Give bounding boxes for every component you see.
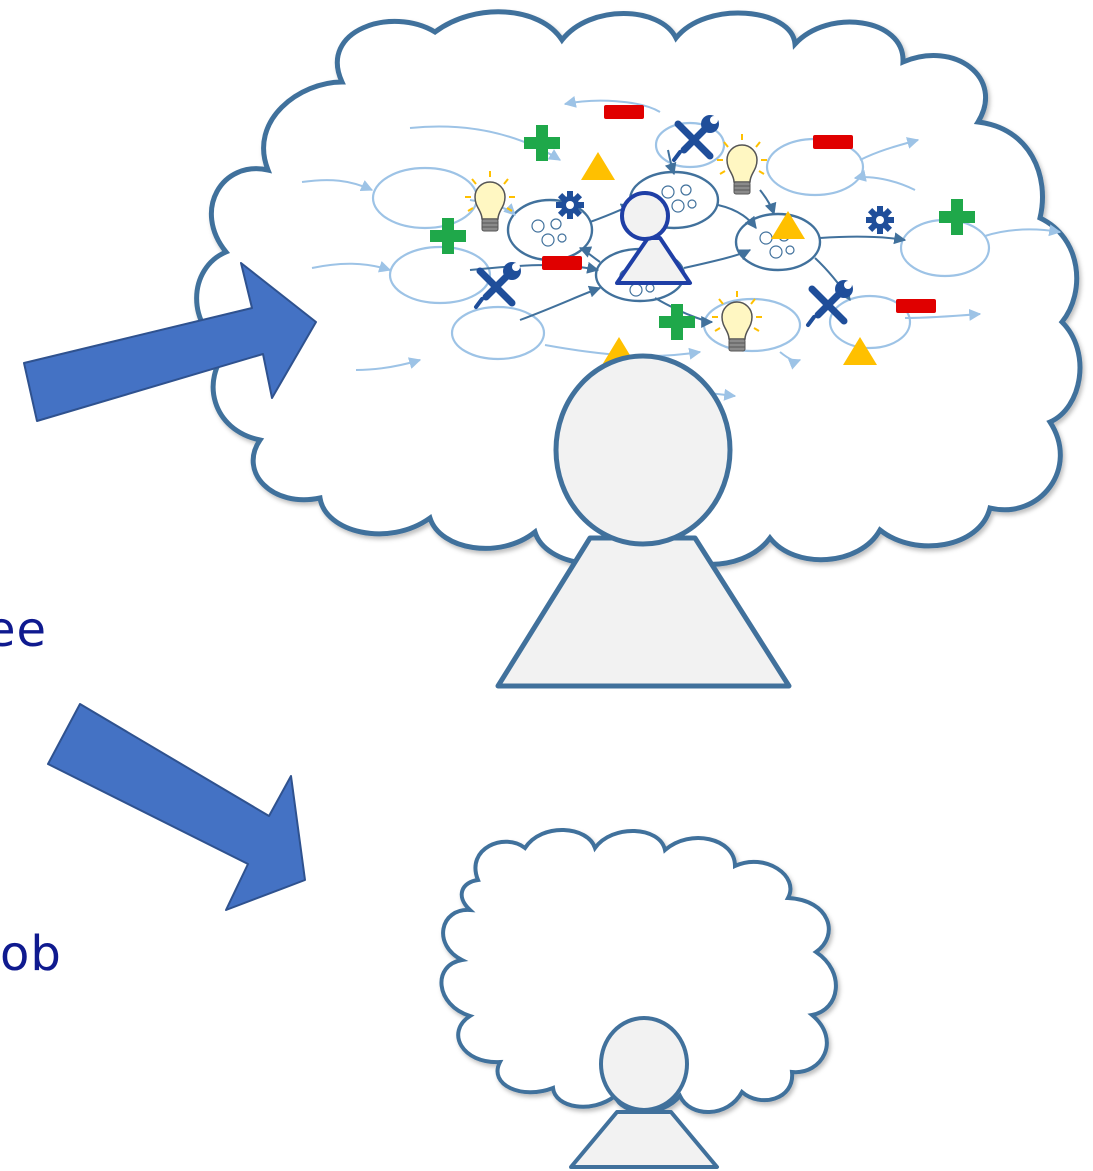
partial-word-bottom: ob xyxy=(0,926,62,982)
person-icon xyxy=(569,1016,719,1169)
network-diagram xyxy=(301,96,1062,401)
thought-cloud-large xyxy=(194,9,1083,567)
arrow-right-up xyxy=(23,262,317,422)
person-icon xyxy=(495,353,792,689)
person-icon xyxy=(615,191,692,285)
thought-cloud-small xyxy=(439,828,838,1114)
partial-word-top: ee xyxy=(0,602,48,658)
arrow-right-down xyxy=(47,703,306,911)
